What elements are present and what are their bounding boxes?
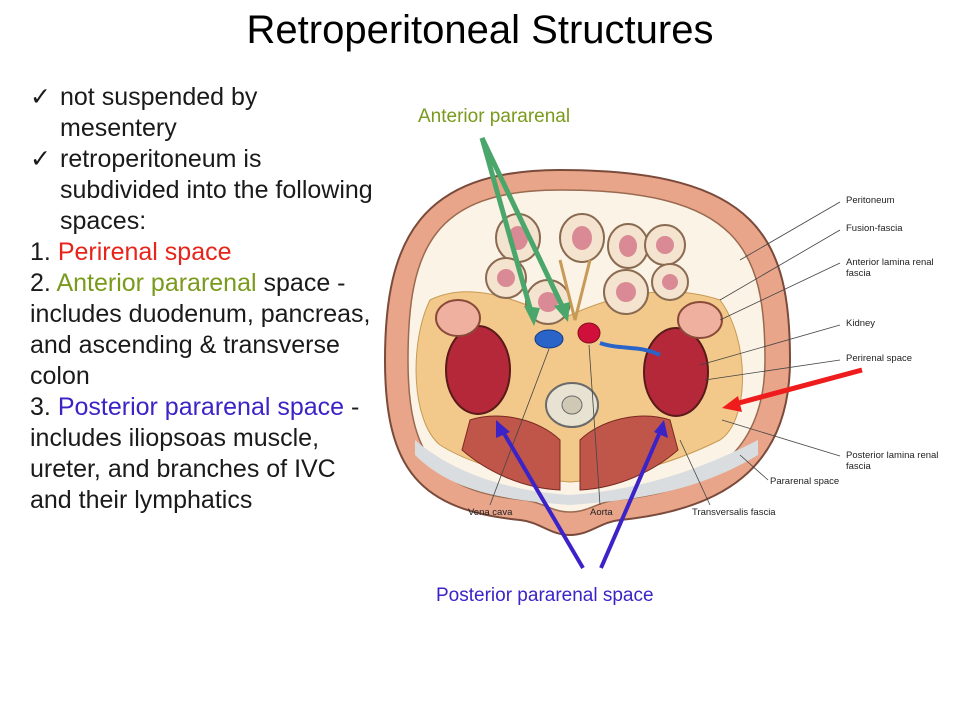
small-intestine-lumen bbox=[497, 226, 678, 312]
mesentery bbox=[558, 259, 592, 321]
figure-label-aorta: Aorta bbox=[590, 507, 613, 518]
figure-label-vena-cava: Vena cava bbox=[468, 507, 513, 518]
descending-colon bbox=[677, 301, 723, 339]
green-arrowhead bbox=[554, 302, 570, 322]
posterior-pararenal-annotation: Posterior pararenal space bbox=[436, 585, 654, 606]
figure-label-anterior-lamina: Anterior lamina renal fascia bbox=[846, 257, 934, 279]
right-kidney bbox=[643, 327, 709, 417]
space-item: 1. Perirenal space bbox=[30, 237, 380, 268]
back-muscles bbox=[461, 415, 561, 491]
space-description: space - includes duodenum, pancreas, and… bbox=[30, 269, 371, 390]
bullet-text: not suspended by mesentery bbox=[60, 83, 258, 142]
figure-label-fusion-fascia: Fusion-fascia bbox=[846, 223, 903, 234]
figure-label-perirenal-space: Perirenal space bbox=[846, 353, 913, 364]
blue-arrows bbox=[500, 428, 662, 570]
space-number: 3. bbox=[30, 393, 51, 421]
space-description: - includes iliopsoas muscle, ureter, and… bbox=[30, 393, 360, 514]
blue-arrowhead bbox=[654, 420, 668, 438]
blue-arrowhead bbox=[496, 420, 510, 438]
space-name: Anterior pararenal bbox=[56, 269, 257, 297]
checkmark-icon: ✓ bbox=[30, 145, 51, 173]
figure-label-posterior-lamina: Posterior lamina renal fascia bbox=[846, 450, 939, 472]
space-name: Posterior pararenal space bbox=[57, 393, 345, 421]
spinal-canal bbox=[561, 395, 583, 415]
renal-vein bbox=[599, 341, 661, 357]
space-name: Perirenal space bbox=[57, 238, 232, 266]
page-title: Retroperitoneal Structures bbox=[246, 8, 714, 52]
figure-label-transversalis-fascia: Transversalis fascia bbox=[692, 507, 776, 518]
ascending-colon bbox=[435, 299, 481, 337]
green-arrows bbox=[479, 136, 567, 316]
figure-label-kidney: Kidney bbox=[846, 318, 876, 329]
vena-cava bbox=[534, 329, 564, 349]
bullet-item: ✓ retroperitoneum is subdivided into the… bbox=[30, 144, 380, 237]
checkmark-icon: ✓ bbox=[30, 83, 51, 111]
space-item: 3. Posterior pararenal space - includes … bbox=[30, 392, 380, 516]
red-arrowhead bbox=[722, 396, 742, 412]
space-number: 2. bbox=[30, 269, 51, 297]
figure-label-peritoneum: Peritoneum bbox=[846, 195, 895, 206]
leader-lines bbox=[489, 201, 841, 506]
anterior-pararenal-annotation: Anterior pararenal bbox=[418, 106, 571, 127]
green-arrowhead bbox=[524, 306, 540, 326]
bullet-text: retroperitoneum is subdivided into the f… bbox=[60, 145, 373, 235]
back-muscles bbox=[579, 415, 679, 491]
aorta bbox=[577, 322, 601, 344]
space-item: 2. Anterior pararenal space - includes d… bbox=[30, 268, 380, 392]
left-kidney bbox=[445, 325, 511, 415]
content-text: ✓ not suspended by mesentery ✓ retroperi… bbox=[30, 82, 380, 516]
red-arrow bbox=[734, 367, 863, 407]
posterior-wall bbox=[415, 440, 758, 505]
bullet-item: ✓ not suspended by mesentery bbox=[30, 82, 380, 144]
space-number: 1. bbox=[30, 238, 51, 266]
figure-label-pararenal-space: Pararenal space bbox=[770, 476, 840, 487]
